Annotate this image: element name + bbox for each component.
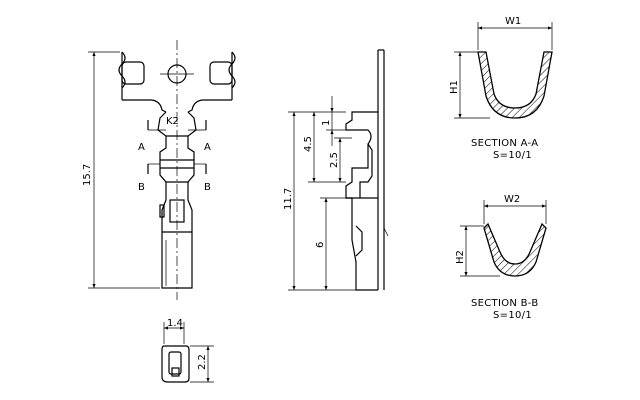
section-b-right-label: B [204, 182, 211, 193]
section-a-profile [477, 51, 553, 119]
front-view: A A B B K2 15.7 [82, 40, 236, 300]
section-b-width-label: W2 [504, 194, 520, 205]
section-b-profile [483, 222, 547, 277]
dim-1: 1 [321, 96, 346, 146]
side-view: 11.7 4.5 1 2.5 6 [283, 49, 389, 291]
section-b-left-label: B [138, 182, 145, 193]
section-a-width-label: W1 [505, 16, 521, 27]
section-marks: A A B B K2 [138, 116, 211, 193]
terminal-body [157, 111, 197, 289]
section-a-left-label: A [138, 142, 145, 153]
side-profile [345, 49, 389, 291]
dim-overall-height: 11.7 [283, 111, 356, 291]
overall-height-value: 11.7 [283, 188, 294, 210]
section-b-b: W2 H2 SECTION B-B S=10/1 [455, 194, 547, 321]
end-width-value: 1.4 [167, 318, 183, 329]
dim-6: 6 [315, 197, 346, 290]
carrier-strip [118, 51, 236, 113]
overall-length-value: 15.7 [82, 164, 93, 186]
section-b-height-label: H2 [455, 250, 466, 264]
section-a-right-label: A [204, 142, 211, 153]
section-a-a: W1 H1 SECTION A-A S=10/1 [449, 16, 553, 161]
dim-6-value: 6 [315, 242, 326, 248]
dim-2-5: 2.5 [329, 137, 352, 182]
width-label-k: K2 [166, 116, 179, 127]
section-a-scale: S=10/1 [493, 150, 532, 161]
dim-1-value: 1 [321, 120, 332, 126]
section-b-title: SECTION B-B [471, 298, 539, 309]
section-a-height-label: H1 [449, 80, 460, 94]
dim-overall-length: 15.7 [82, 51, 160, 289]
section-b-scale: S=10/1 [493, 310, 532, 321]
section-a-title: SECTION A-A [471, 138, 538, 149]
dim-2-5-value: 2.5 [329, 152, 340, 168]
end-height-value: 2.2 [197, 354, 208, 370]
end-view: 1.4 2.2 [161, 318, 214, 383]
dim-4-5-value: 4.5 [303, 136, 314, 152]
